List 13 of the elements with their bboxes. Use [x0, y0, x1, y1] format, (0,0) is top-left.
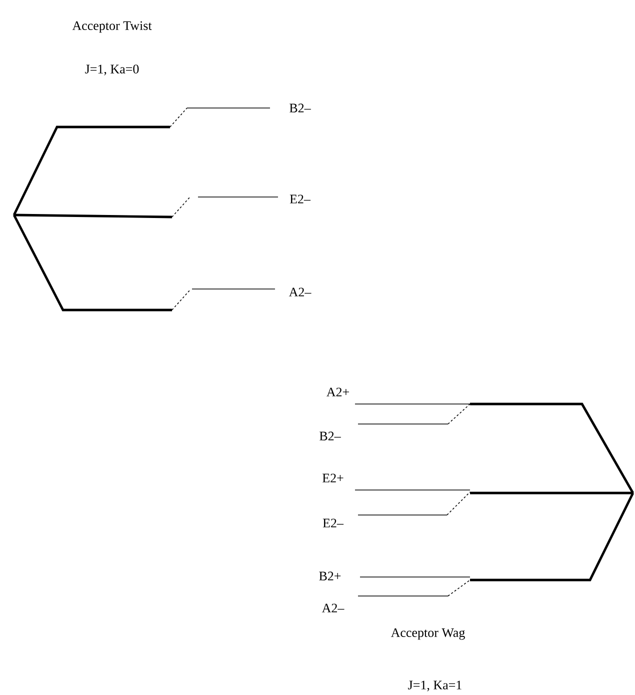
quantum-number-label: J=1, Ka=1 — [408, 680, 462, 692]
level-label: E2– — [290, 194, 311, 204]
level-label: A2– — [322, 604, 344, 612]
level-label: E2+ — [322, 474, 344, 482]
level-label: E2– — [322, 518, 344, 528]
heading: Acceptor Wag — [390, 628, 465, 640]
heading: Acceptor Twist — [72, 21, 152, 33]
level-label: B2– — [320, 432, 341, 440]
quantum-number-label: J=1, Ka=0 — [85, 64, 139, 76]
level-label: A2+ — [326, 388, 349, 396]
level-label: B2– — [290, 104, 311, 112]
level-label: B2+ — [319, 572, 341, 580]
level-label: A2– — [288, 288, 312, 296]
